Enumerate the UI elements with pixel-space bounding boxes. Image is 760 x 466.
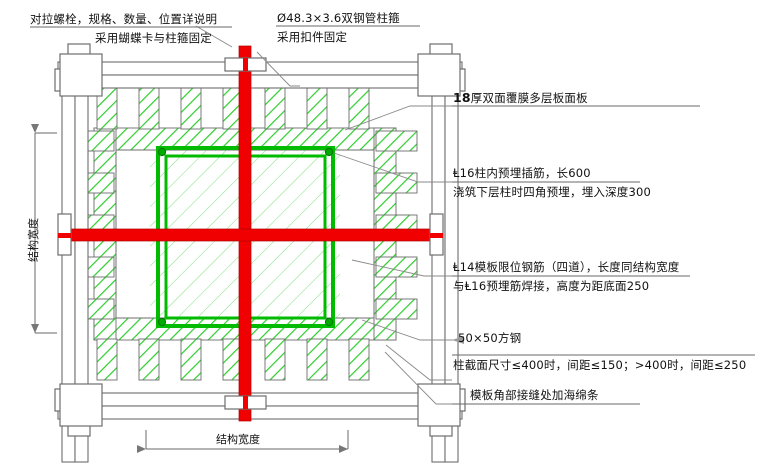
annotation-pipe-hoop-line2: 采用扣件固定 [277,30,348,44]
dimension-lines [31,124,349,453]
plywood-panel-text: 厚双面覆膜多层板面板 [470,91,588,105]
annotation-dowel-line1: Ⱡ16柱内预埋插筋，长600 [453,166,591,180]
plywood-thickness-value: 18 [453,90,471,105]
square-steel-studs-bottom [96,338,370,381]
tie-rods [62,45,439,422]
rod-thru-top [243,58,248,71]
pipe-couplers [54,43,466,437]
formwork-assembly [31,25,466,463]
annotation-square-steel-line2: 柱截面尺寸≤400时，间距≤150；>400时，间距≤250 [453,358,747,372]
annotation-limit-bar-line1: Ⱡ14模板限位钢筋（四道），长度同结构宽度 [453,260,680,274]
leader-arrow [452,336,464,344]
rod-thru-left [58,233,71,238]
dimension-label-left: 结构宽度 [27,218,40,262]
annotation-limit-bar-line2: 与Ⱡ16预埋筋焊接，高度为距底面250 [453,279,650,293]
tie-rod-horizontal [62,228,439,242]
annotation-pipe-hoop-line1: Ø48.3×3.6双钢管柱箍 [277,11,400,25]
rod-thru-bottom [243,396,248,409]
annotation-square-steel-line1: 50×50方钢 [458,331,522,345]
square-steel-studs-top [96,87,370,130]
annotation-plywood-panel: 18厚双面覆膜多层板面板 [453,90,588,106]
rod-thru-right [430,233,443,238]
annotation-underlines [30,25,755,405]
dimension-label-bottom: 结构宽度 [216,433,260,446]
annotation-tie-bolt-line2: 采用蝴蝶卡与柱箍固定 [95,31,212,45]
annotation-tie-bolt-line1: 对拉螺栓，规格、数量、位置详说明 [30,12,218,26]
annotation-dowel-line2: 浇筑下层柱时四角预埋，埋入深度300 [453,185,652,199]
annotation-sponge-strip: 模板角部接缝处加海绵条 [470,388,599,402]
embedded-dowel-dots [157,147,334,327]
